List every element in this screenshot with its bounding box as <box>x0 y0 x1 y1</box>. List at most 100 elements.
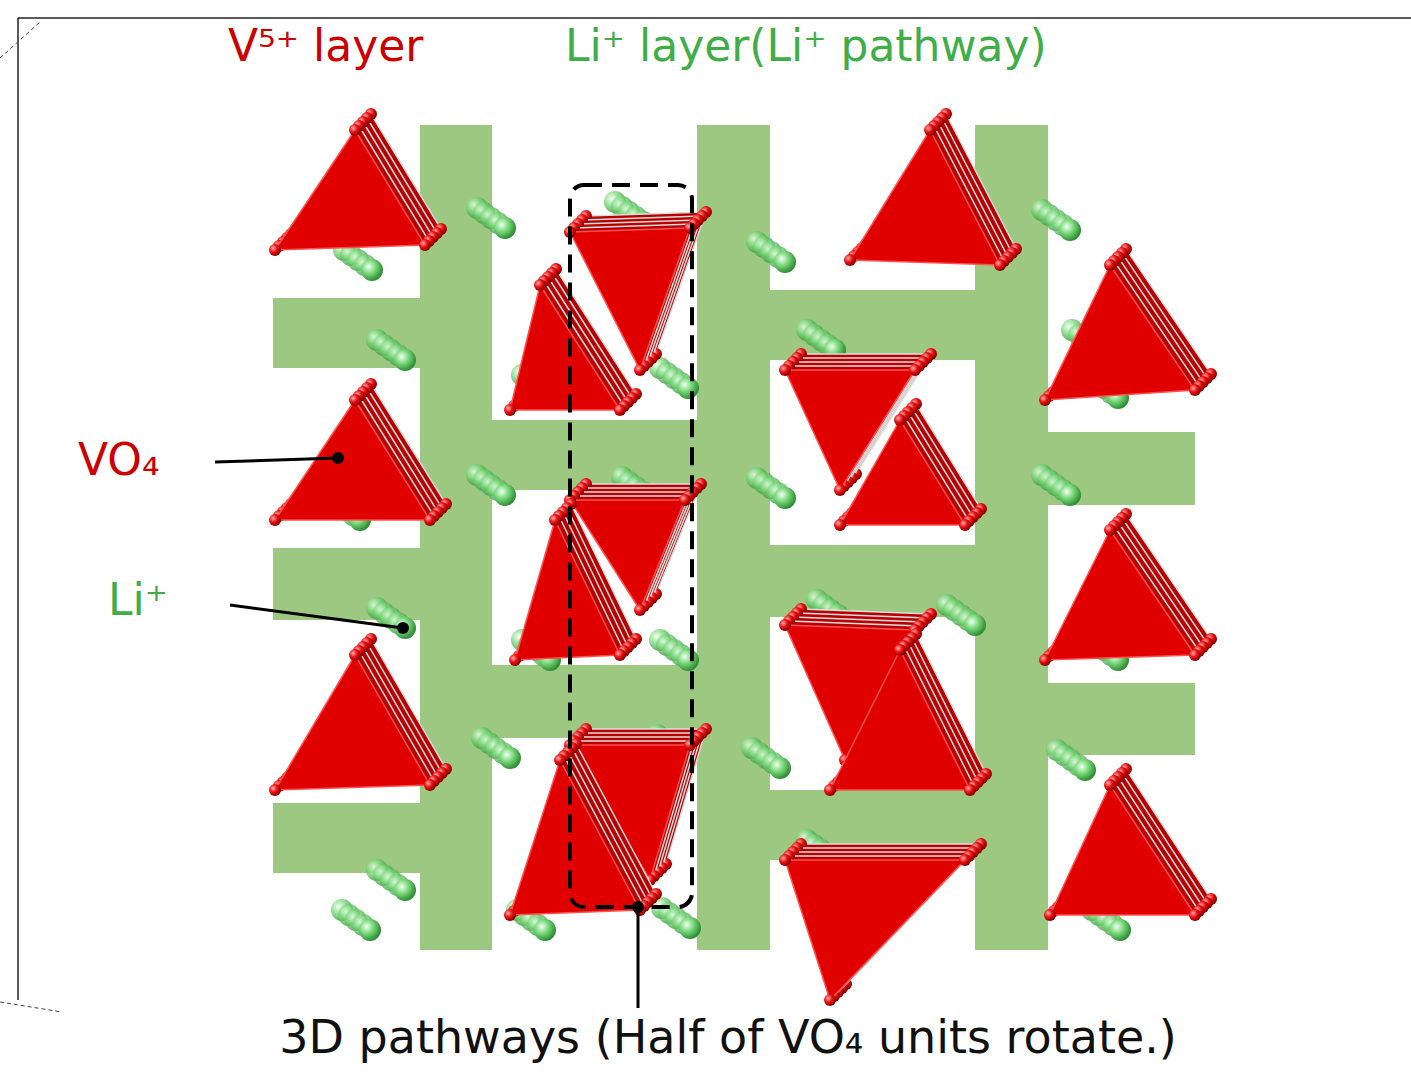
oxygen-atom <box>554 754 566 766</box>
oxygen-atom <box>844 254 856 266</box>
li-pathway-band <box>273 803 420 873</box>
oxygen-atom <box>504 404 516 416</box>
li-ion <box>774 251 796 273</box>
vo4-tetrahedron <box>510 760 640 915</box>
li-pathway-band <box>420 125 492 950</box>
leader-dot <box>397 622 409 634</box>
oxygen-atom <box>824 784 836 796</box>
oxygen-atom <box>349 394 361 406</box>
oxygen-atom <box>824 994 836 1006</box>
oxygen-atom <box>269 784 281 796</box>
li-pathway-band <box>273 548 420 620</box>
zoom-guide <box>0 1002 62 1012</box>
vo4-tetrahedron <box>850 130 1000 265</box>
li-ion <box>361 259 383 281</box>
zoom-guide <box>0 22 40 58</box>
oxygen-atom <box>1189 649 1201 661</box>
oxygen-atom <box>1104 259 1116 271</box>
li-ion <box>769 757 791 779</box>
li-ion <box>534 919 556 941</box>
leader-dot <box>632 901 644 913</box>
oxygen-atom <box>964 784 976 796</box>
vo4-tetrahedron <box>1045 265 1195 400</box>
leader-line <box>215 458 338 462</box>
li-ion <box>394 879 416 901</box>
frame-line <box>18 17 1411 19</box>
li-ion <box>499 747 521 769</box>
oxygen-atom <box>1189 384 1201 396</box>
li-ion <box>677 377 699 399</box>
vo4-tetrahedron <box>1050 785 1195 915</box>
oxygen-atom <box>504 909 516 921</box>
oxygen-atom <box>1104 779 1116 791</box>
oxygen-atom <box>634 364 646 376</box>
oxygen-atom <box>1039 394 1051 406</box>
oxygen-atom <box>894 644 906 656</box>
li-ion <box>964 614 986 636</box>
li-ion <box>774 487 796 509</box>
li-ion <box>394 349 416 371</box>
structure-label: Li⁺ layer(Li⁺ pathway) <box>565 22 1047 70</box>
oxygen-atom <box>909 364 921 376</box>
oxygen-atom <box>349 649 361 661</box>
oxygen-atom <box>349 124 361 136</box>
oxygen-atom <box>419 239 431 251</box>
li-ion <box>1109 919 1131 941</box>
oxygen-atom <box>894 414 906 426</box>
oxygen-atom <box>269 244 281 256</box>
li-pathway-band <box>1048 432 1195 505</box>
vo4-tetrahedron <box>510 285 620 410</box>
oxygen-atom <box>424 514 436 526</box>
oxygen-atom <box>924 124 936 136</box>
oxygen-atom <box>1044 909 1056 921</box>
li-ion <box>494 484 516 506</box>
structure-label: VO₄ <box>78 436 160 484</box>
structure-label: Li⁺ <box>108 576 168 624</box>
caption-text: 3D pathways (Half of VO₄ units rotate.) <box>279 1012 1177 1063</box>
oxygen-atom <box>534 279 546 291</box>
oxygen-atom <box>614 404 626 416</box>
li-ion <box>1059 484 1081 506</box>
leader-line <box>230 605 403 628</box>
oxygen-atom <box>424 779 436 791</box>
oxygen-atom <box>834 519 846 531</box>
vo4-tetrahedron <box>515 520 620 660</box>
leader-line <box>637 907 640 1008</box>
frame-line <box>17 18 19 1000</box>
oxygen-atom <box>269 514 281 526</box>
vo4-tetrahedron <box>840 420 965 525</box>
oxygen-atom <box>1189 909 1201 921</box>
li-ion <box>394 617 416 639</box>
li-pathway-band <box>1048 683 1195 755</box>
li-pathway-band <box>492 420 697 490</box>
oxygen-atom <box>959 519 971 531</box>
oxygen-atom <box>679 494 691 506</box>
vo4-tetrahedron <box>830 650 970 790</box>
vo4-tetrahedron <box>275 130 425 250</box>
structure-label: V⁵⁺ layer <box>228 22 423 70</box>
li-ion <box>494 217 516 239</box>
leader-dot <box>332 452 344 464</box>
oxygen-atom <box>959 854 971 866</box>
li-ion <box>677 649 699 671</box>
li-ion <box>1074 759 1096 781</box>
oxygen-atom <box>634 604 646 616</box>
li-pathway-band <box>492 665 697 738</box>
li-pathway-band <box>770 290 975 360</box>
vo4-tetrahedron <box>1045 530 1195 660</box>
vo4-tetrahedron <box>275 655 430 790</box>
oxygen-atom <box>614 649 626 661</box>
li-ion <box>679 917 701 939</box>
oxygen-atom <box>779 854 791 866</box>
oxygen-atom <box>994 259 1006 271</box>
oxygen-atom <box>779 619 791 631</box>
oxygen-atom <box>1039 654 1051 666</box>
li-ion <box>1059 219 1081 241</box>
li-ion <box>359 919 381 941</box>
vo4-tetrahedron <box>785 860 965 1000</box>
oxygen-atom <box>1104 524 1116 536</box>
oxygen-atom <box>509 654 521 666</box>
oxygen-atom <box>549 514 561 526</box>
dashed-box <box>570 185 692 907</box>
